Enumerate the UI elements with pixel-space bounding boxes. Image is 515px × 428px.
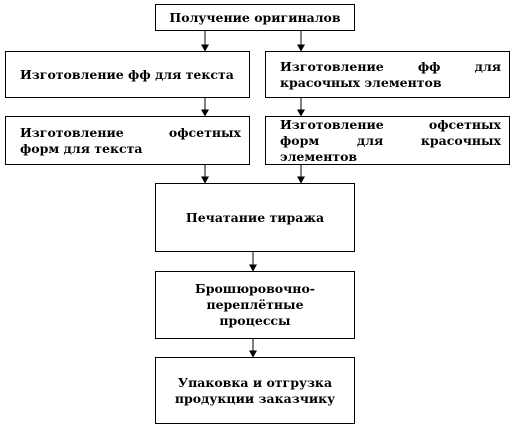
node-binding-label: Брошюровочно-переплётные процессы [195, 281, 315, 328]
node-text-offset-forms: Изготовление офсетных форм для текста [5, 116, 250, 165]
node-color-offset-forms-label: Изготовление офсетных форм для красочных… [280, 116, 501, 164]
node-packing-shipping: Упаковка и отгрузка продукции заказчику [155, 357, 355, 424]
node-receive-originals-label: Получение оригиналов [169, 9, 341, 25]
node-color-ff-label: Изготовление фф для красочных элементов [280, 58, 501, 90]
node-print-run-label: Печатание тиража [185, 209, 325, 225]
node-receive-originals: Получение оригиналов [155, 4, 355, 31]
node-text-ff-label: Изготовление фф для текста [20, 66, 234, 82]
node-print-run: Печатание тиража [155, 183, 355, 252]
node-packing-shipping-label: Упаковка и отгрузка продукции заказчику [174, 374, 336, 406]
node-text-ff: Изготовление фф для текста [5, 51, 250, 98]
node-text-offset-forms-label: Изготовление офсетных форм для текста [20, 124, 241, 156]
node-binding: Брошюровочно-переплётные процессы [155, 271, 355, 339]
node-color-offset-forms: Изготовление офсетных форм для красочных… [265, 116, 510, 165]
node-color-ff: Изготовление фф для красочных элементов [265, 51, 510, 98]
